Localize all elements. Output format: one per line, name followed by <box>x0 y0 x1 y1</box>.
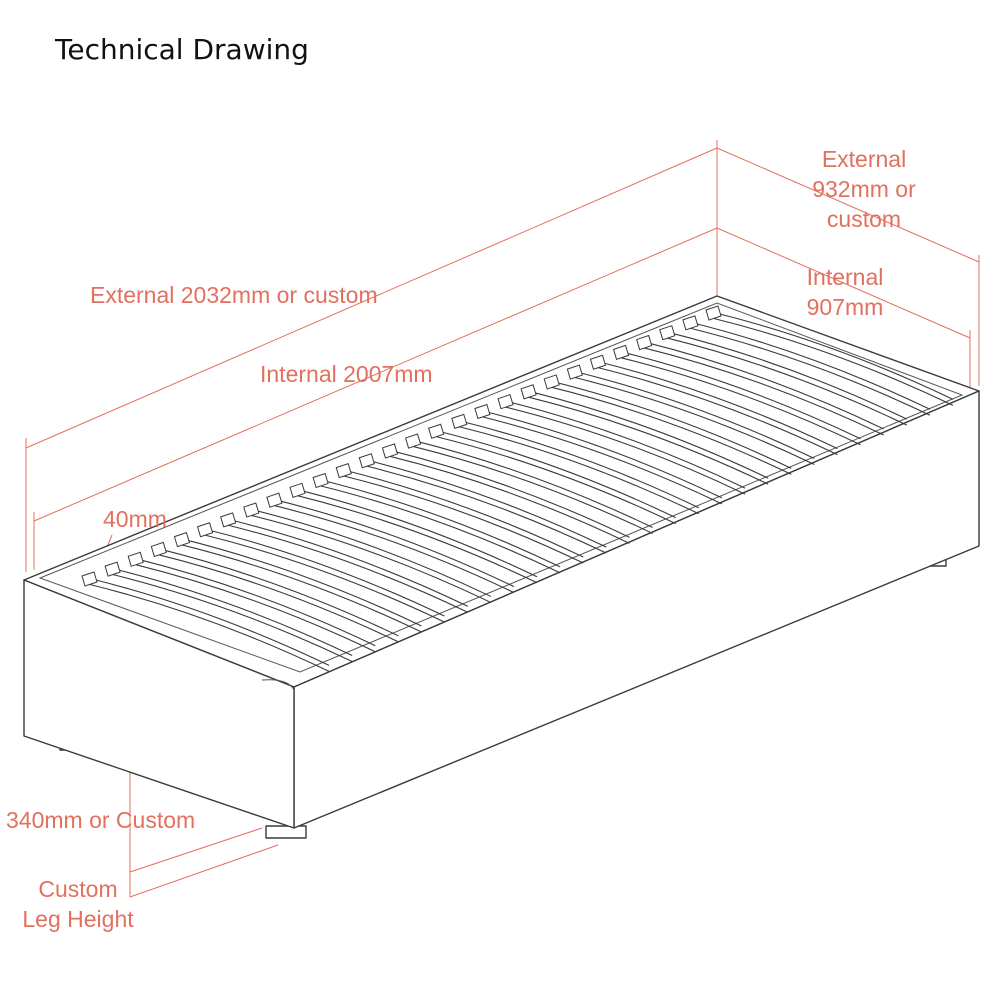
slat-holder <box>220 512 237 528</box>
frame-height-extension-bottom <box>129 827 263 873</box>
internal-length-label: Internal 2007mm <box>260 361 433 387</box>
frame-inner-rim <box>38 302 964 673</box>
frame-corner-detail <box>261 679 295 691</box>
slat-holder <box>636 334 653 351</box>
internal-width-label: Internal 907mm <box>790 262 900 322</box>
slat <box>335 462 584 564</box>
slat <box>474 403 723 505</box>
slat-holder <box>312 472 329 489</box>
slat <box>196 522 445 623</box>
leg-height-extension-bottom <box>129 844 279 898</box>
slat <box>381 443 630 544</box>
leg-height-label: Custom Leg Height <box>16 874 140 934</box>
slat-holder <box>520 384 537 400</box>
slat-holder <box>81 571 98 587</box>
slat <box>659 325 908 426</box>
slat-holder <box>705 305 722 321</box>
slat-holder <box>381 443 399 459</box>
external-width-label-line-2: 932mm or <box>812 176 916 202</box>
slat-holder <box>266 492 283 508</box>
slat <box>104 561 353 663</box>
slat-holder <box>289 482 306 498</box>
external-width-label-line-1: External <box>821 146 907 172</box>
slat <box>404 433 653 534</box>
page-title: Technical Drawing <box>55 33 309 66</box>
slat-holder <box>474 403 491 420</box>
bed-frame <box>23 295 980 839</box>
front-leg <box>265 825 307 839</box>
slat <box>289 482 538 584</box>
slat <box>428 423 676 525</box>
internal-width-label-line-2: 907mm <box>806 294 884 320</box>
slat-holder <box>612 344 630 361</box>
frame-end-panel <box>23 579 295 829</box>
slat <box>243 502 492 603</box>
slat-holder <box>358 453 375 469</box>
slat <box>220 512 468 613</box>
leg-height-label-line-1: Custom <box>38 876 118 902</box>
slat <box>589 354 838 456</box>
leg-height-label-line-2: Leg Height <box>22 906 134 932</box>
slat-holder <box>543 374 560 390</box>
slat-holder <box>404 433 422 449</box>
slat-holder <box>428 423 445 439</box>
slat <box>705 305 954 406</box>
slat-base <box>81 305 954 672</box>
slat-holder <box>659 325 676 341</box>
slat-holder <box>104 561 121 577</box>
external-width-dimension-line <box>716 147 980 263</box>
slat <box>150 541 399 643</box>
slat-holder <box>451 413 468 430</box>
internal-width-label-line-1: Internal <box>806 264 884 290</box>
slat <box>566 364 815 466</box>
frame-thickness-label: 40mm <box>103 506 167 532</box>
slat <box>173 531 422 633</box>
slat-holder <box>497 394 514 410</box>
slat-holder <box>566 364 583 380</box>
slat <box>312 472 561 574</box>
slat-holder <box>335 462 352 479</box>
slat <box>358 453 607 554</box>
frame-height-label: 340mm or Custom <box>6 807 196 833</box>
slat-holder <box>682 315 699 331</box>
slat <box>636 334 884 436</box>
external-width-label-line-3: custom <box>826 206 902 232</box>
slat-holder <box>173 531 191 548</box>
slat <box>520 384 769 485</box>
external-length-dimension-line <box>25 147 718 449</box>
slat-holder <box>127 551 144 567</box>
slat-holder <box>196 522 214 538</box>
slat <box>543 374 792 475</box>
slat <box>127 551 376 653</box>
internal-width-dimension-line <box>716 227 971 339</box>
slat-holder <box>589 354 607 370</box>
slat-holder <box>150 541 167 558</box>
slat <box>612 344 861 446</box>
slat <box>497 394 746 495</box>
slat-holder <box>243 502 260 518</box>
slat <box>451 413 700 515</box>
internal-length-dimension-line <box>33 227 718 522</box>
external-width-label: External 932mm or custom <box>800 144 928 234</box>
external-length-label: External 2032mm or custom <box>90 282 378 308</box>
slat <box>266 492 515 594</box>
slat <box>81 571 330 672</box>
slat <box>682 315 931 416</box>
